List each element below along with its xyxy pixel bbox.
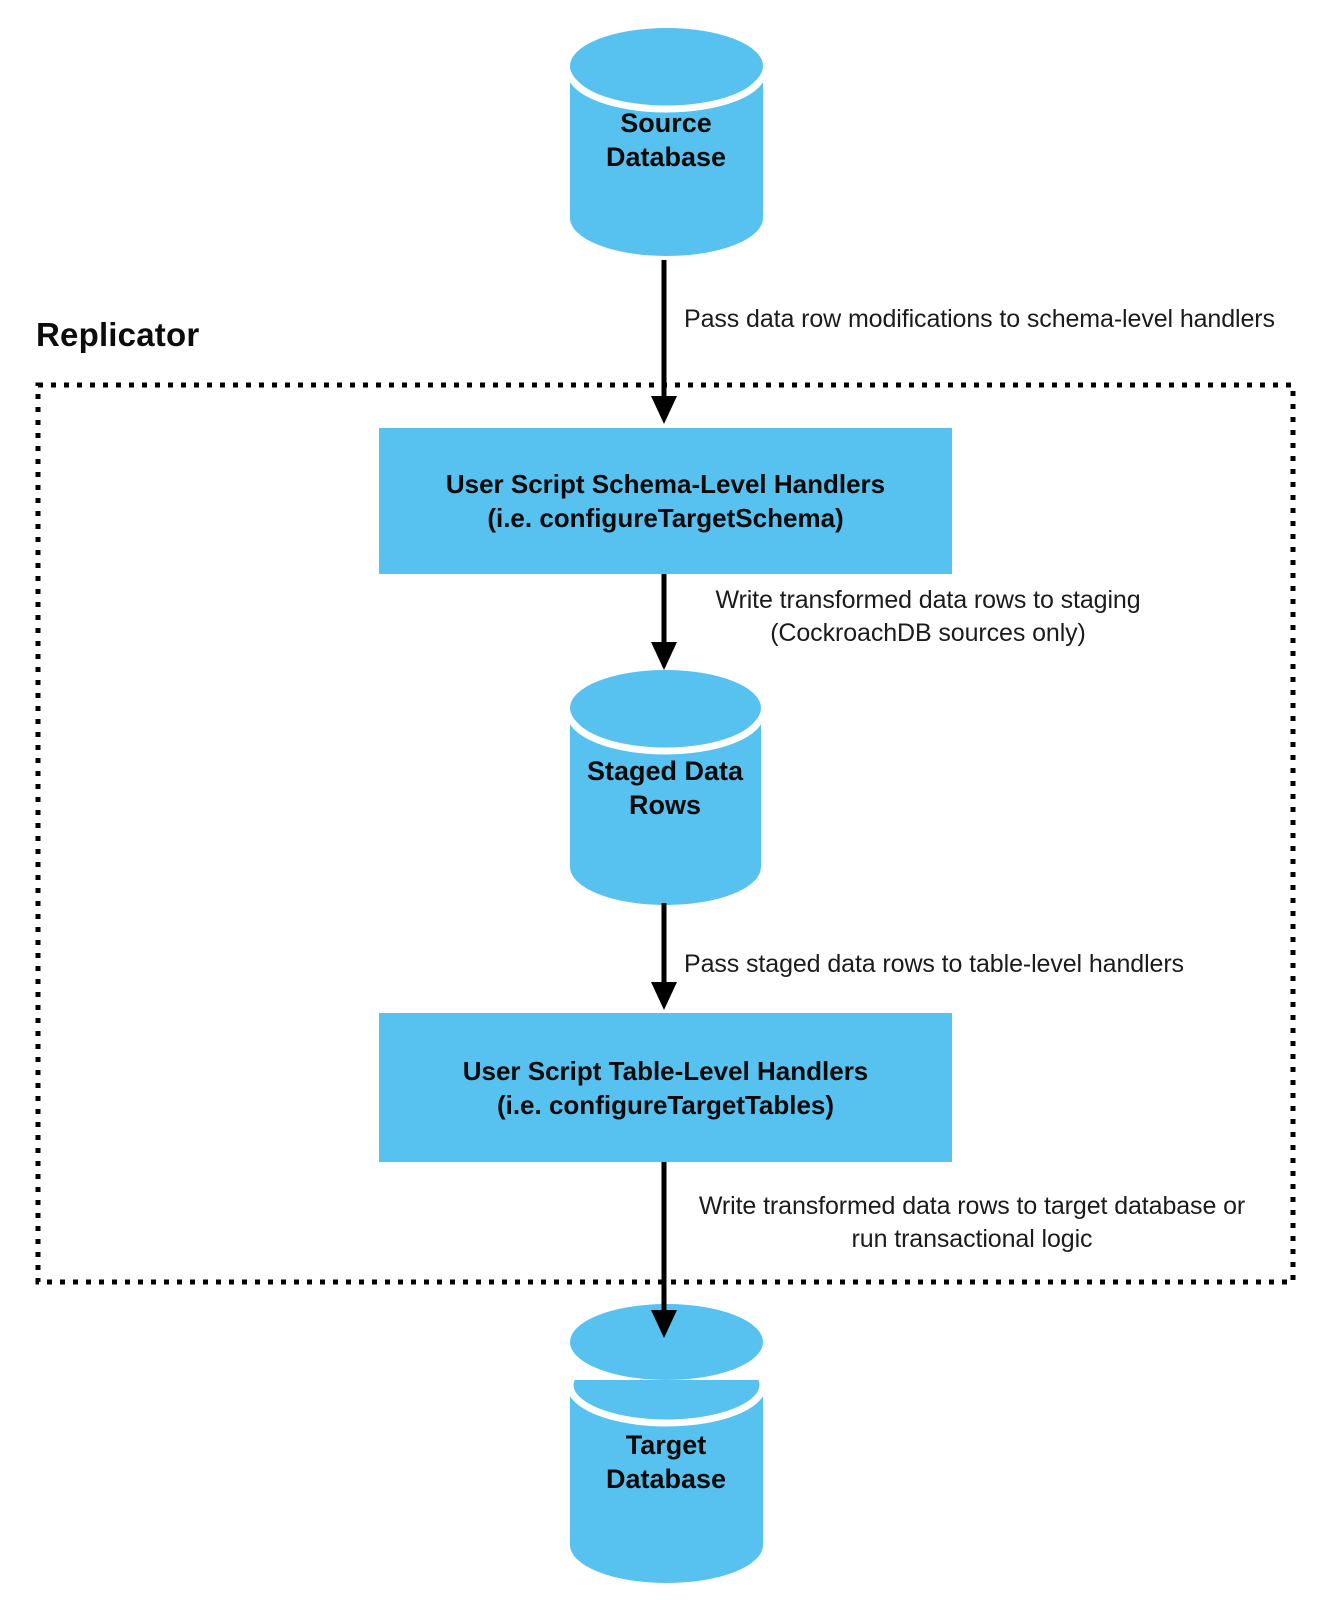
- edge-label-table-to-target: Write transformed data rows to target da…: [656, 1190, 1288, 1256]
- staged-data-rows-cylinder-icon: [566, 670, 765, 905]
- table-level-handlers-box: User Script Table-Level Handlers (i.e. c…: [379, 1013, 952, 1162]
- edge-label-table-to-target-line2: run transactional logic: [851, 1225, 1093, 1253]
- arrow-table-to-target: [651, 1162, 677, 1338]
- arrow-schema-to-staged: [651, 574, 677, 670]
- staged-data-rows-label-line2: Rows: [628, 790, 701, 820]
- schema-level-handlers-line1: User Script Schema-Level Handlers: [445, 469, 886, 499]
- target-database-cylinder-icon: [566, 1304, 767, 1583]
- edge-label-schema-to-staged-line2: (CockroachDB sources only): [770, 619, 1086, 647]
- source-database-label-line2: Database: [605, 142, 727, 172]
- target-database-label: Target Database: [546, 1428, 786, 1496]
- edge-label-schema-to-staged: Write transformed data rows to staging (…: [668, 584, 1188, 650]
- target-database-label-line2: Database: [605, 1464, 727, 1494]
- edge-label-schema-to-staged-line1: Write transformed data rows to staging: [715, 586, 1141, 614]
- schema-level-handlers-box: User Script Schema-Level Handlers (i.e. …: [379, 428, 952, 574]
- replicator-group-label: Replicator: [36, 316, 200, 353]
- edge-label-table-to-target-line1: Write transformed data rows to target da…: [698, 1192, 1246, 1220]
- source-database-cylinder-icon: [566, 28, 767, 256]
- edge-label-staged-to-table-line1: Pass staged data rows to table-level han…: [684, 950, 1184, 978]
- staged-data-rows-label: Staged Data Rows: [545, 754, 785, 822]
- schema-level-handlers-line2: (i.e. configureTargetSchema): [487, 503, 844, 533]
- source-database-label-line1: Source: [620, 108, 712, 138]
- table-level-handlers-line1: User Script Table-Level Handlers: [462, 1055, 869, 1086]
- edge-label-source-to-schema-line1: Pass data row modifications to schema-le…: [684, 305, 1275, 333]
- edge-label-staged-to-table: Pass staged data rows to table-level han…: [684, 948, 1184, 981]
- staged-data-rows-label-line1: Staged Data: [586, 756, 744, 786]
- arrow-staged-to-table: [651, 903, 677, 1010]
- target-database-label-line1: Target: [625, 1430, 707, 1460]
- table-level-handlers-line2: (i.e. configureTargetTables): [496, 1089, 835, 1120]
- source-database-label: Source Database: [546, 106, 786, 174]
- edge-label-source-to-schema: Pass data row modifications to schema-le…: [684, 303, 1275, 336]
- arrow-source-to-schema: [651, 260, 677, 424]
